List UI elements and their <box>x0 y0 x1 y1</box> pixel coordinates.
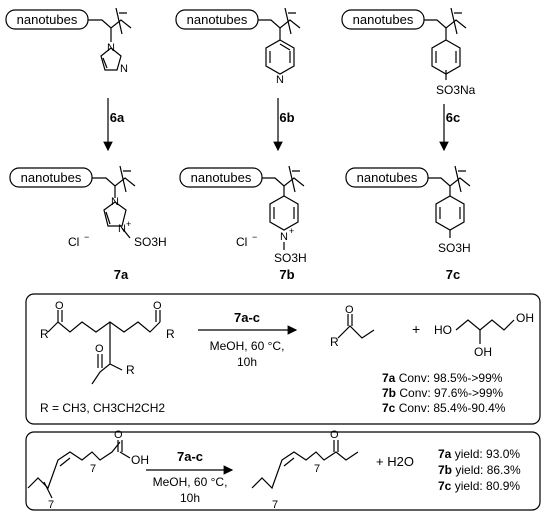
glycerol-oh-right: OH <box>516 311 534 325</box>
conversion-7b: 7b Conv: 97.6%->99% <box>382 386 503 400</box>
atom-n-6b: N <box>276 74 284 86</box>
chain-subscript-7-ester-upper: 7 <box>314 463 320 475</box>
glycerol-ho: HO <box>434 323 452 337</box>
conditions-box2-line2: 10h <box>180 491 200 505</box>
ester-r: R <box>330 335 339 349</box>
atom-so3h-7a: SO3H <box>134 235 167 249</box>
yield-7a: 7a yield: 93.0% <box>438 447 520 461</box>
compound-label-6a: 6a <box>110 110 125 125</box>
pyridinium-ring-7b <box>269 195 299 231</box>
pyridine-ring-6b <box>265 39 295 75</box>
conditions-box1-line1: MeOH, 60 °C, <box>210 339 285 353</box>
triglyceride-o-2: O <box>153 300 162 312</box>
charge-plus-7b: + <box>289 226 294 236</box>
polymer-backbone-6b <box>258 19 301 29</box>
conditions-box2-line1: MeOH, 60 °C, <box>153 475 228 489</box>
triglyceride-r-middle: R <box>126 363 135 377</box>
triglyceride-r-left: R <box>40 327 49 341</box>
conversion-7a: 7a Conv: 98.5%->99% <box>382 371 503 385</box>
triglyceride-skeleton <box>47 321 161 333</box>
nanotubes-label-7a: nanotubes <box>21 170 82 185</box>
compound-label-7a: 7a <box>114 267 129 282</box>
yield-7b: 7b yield: 86.3% <box>438 463 521 477</box>
catalyst-label-box2: 7a-c <box>177 449 203 464</box>
conversion-7c: 7c Conv: 85.4%-90.4% <box>382 401 506 415</box>
oleic-acid-chain <box>27 441 121 490</box>
methyl-oleate-o-carbonyl: O <box>330 429 339 441</box>
atom-n-7a-bottom: N <box>118 223 126 235</box>
atom-so3h-7b: SO3H <box>274 251 307 265</box>
compound-label-7b: 7b <box>279 267 294 282</box>
nanotubes-label-6a: nanotubes <box>17 12 78 27</box>
atom-n-7b: N <box>280 231 288 243</box>
atom-so3h-7c: SO3H <box>438 241 471 255</box>
nanotubes-label-6b: nanotubes <box>187 12 248 27</box>
polymer-backbone-7a <box>92 177 136 187</box>
ester-o-carbonyl: O <box>345 304 354 316</box>
methyl-ester <box>337 325 375 339</box>
atom-n-6a-bottom: N <box>120 63 128 75</box>
triglyceride-o-3: O <box>95 343 104 355</box>
chain-break-6a <box>115 7 127 35</box>
triglyceride-r-right: R <box>166 327 175 341</box>
chloride-7b: Cl <box>236 235 247 249</box>
charge-minus-7b: − <box>252 232 257 242</box>
imidazole-ring-6a <box>100 47 122 71</box>
atom-so3na-6c: SO3Na <box>436 83 476 97</box>
chloride-7a: Cl <box>68 235 79 249</box>
conditions-box1-line2: 10h <box>237 355 257 369</box>
polymer-backbone-7c <box>428 177 471 187</box>
polymer-backbone-6a <box>88 19 132 29</box>
nanotubes-label-7b: nanotubes <box>191 170 252 185</box>
transesterification-box <box>25 293 541 425</box>
compound-label-7c: 7c <box>446 267 460 282</box>
acid-o-carbonyl: O <box>114 429 123 441</box>
chain-subscript-7-acid-lower: 7 <box>48 499 54 511</box>
yield-7c: 7c yield: 80.9% <box>438 479 520 493</box>
triglyceride-o-1: O <box>55 300 64 312</box>
imidazolium-ring-7a <box>103 201 127 227</box>
compound-label-6b: 6b <box>279 110 294 125</box>
acid-oh: OH <box>131 453 149 467</box>
plus-water: + H2O <box>376 454 414 469</box>
atom-n-7a-top: N <box>111 196 119 208</box>
chain-subscript-7-ester-lower: 7 <box>272 499 278 511</box>
compound-label-6c: 6c <box>446 110 460 125</box>
charge-minus-7a: − <box>84 232 89 242</box>
methyl-oleate-chain <box>251 451 359 490</box>
nanotubes-label-7c: nanotubes <box>357 170 418 185</box>
chain-subscript-7-acid-upper: 7 <box>90 463 96 475</box>
glycerol <box>455 319 515 331</box>
charge-plus-7a: + <box>126 219 131 229</box>
glycerol-oh-middle: OH <box>474 345 492 359</box>
nanotubes-label-6c: nanotubes <box>353 12 414 27</box>
polymer-backbone-6c <box>424 19 467 29</box>
r-definition: R = CH3, CH3CH2CH2 <box>40 401 165 415</box>
polymer-backbone-7b <box>262 177 305 187</box>
catalyst-label-box1: 7a-c <box>234 310 260 325</box>
atom-n-6a-top: N <box>107 42 115 54</box>
esterification-box <box>25 431 541 511</box>
plus-box1: + <box>412 321 420 337</box>
